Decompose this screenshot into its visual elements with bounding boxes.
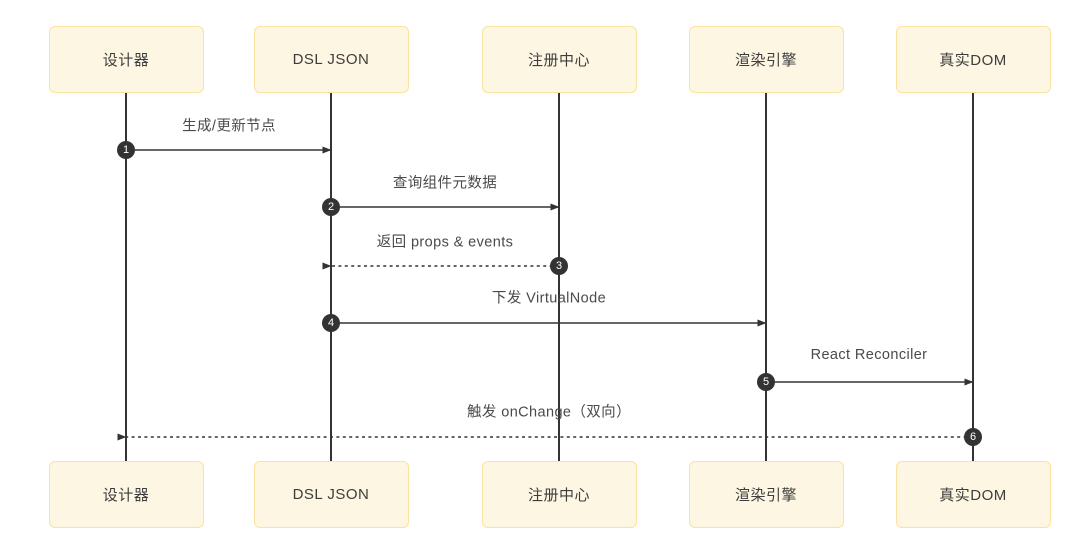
sequence-number-1: 1 <box>117 141 135 159</box>
participant-dom-bottom[interactable]: 真实DOM <box>895 461 1051 528</box>
message-label-2: 查询组件元数据 <box>392 175 498 192</box>
participant-designer-top[interactable]: 设计器 <box>48 26 204 93</box>
message-label-5: React Reconciler <box>810 347 928 363</box>
sequence-number-2: 2 <box>322 198 340 216</box>
message-label-3: 返回 props & events <box>376 234 514 251</box>
message-arrow-group <box>117 146 974 441</box>
participant-registry-top[interactable]: 注册中心 <box>481 26 637 93</box>
sequence-number-4: 4 <box>322 314 340 332</box>
message-label-4: 下发 VirtualNode <box>491 290 607 307</box>
participant-renderer-bottom[interactable]: 渲染引擎 <box>688 461 844 528</box>
participant-dom-top[interactable]: 真实DOM <box>895 26 1051 93</box>
participant-renderer-top[interactable]: 渲染引擎 <box>688 26 844 93</box>
message-label-1: 生成/更新节点 <box>182 118 276 135</box>
participant-dsl-top[interactable]: DSL JSON <box>253 26 409 93</box>
message-label-6: 触发 onChange（双向） <box>467 404 631 421</box>
participant-dsl-bottom[interactable]: DSL JSON <box>253 461 409 528</box>
participant-designer-bottom[interactable]: 设计器 <box>48 461 204 528</box>
sequence-number-6: 6 <box>964 428 982 446</box>
sequence-number-5: 5 <box>757 373 775 391</box>
lifeline-group <box>125 93 974 461</box>
participant-registry-bottom[interactable]: 注册中心 <box>481 461 637 528</box>
sequence-number-3: 3 <box>550 257 568 275</box>
